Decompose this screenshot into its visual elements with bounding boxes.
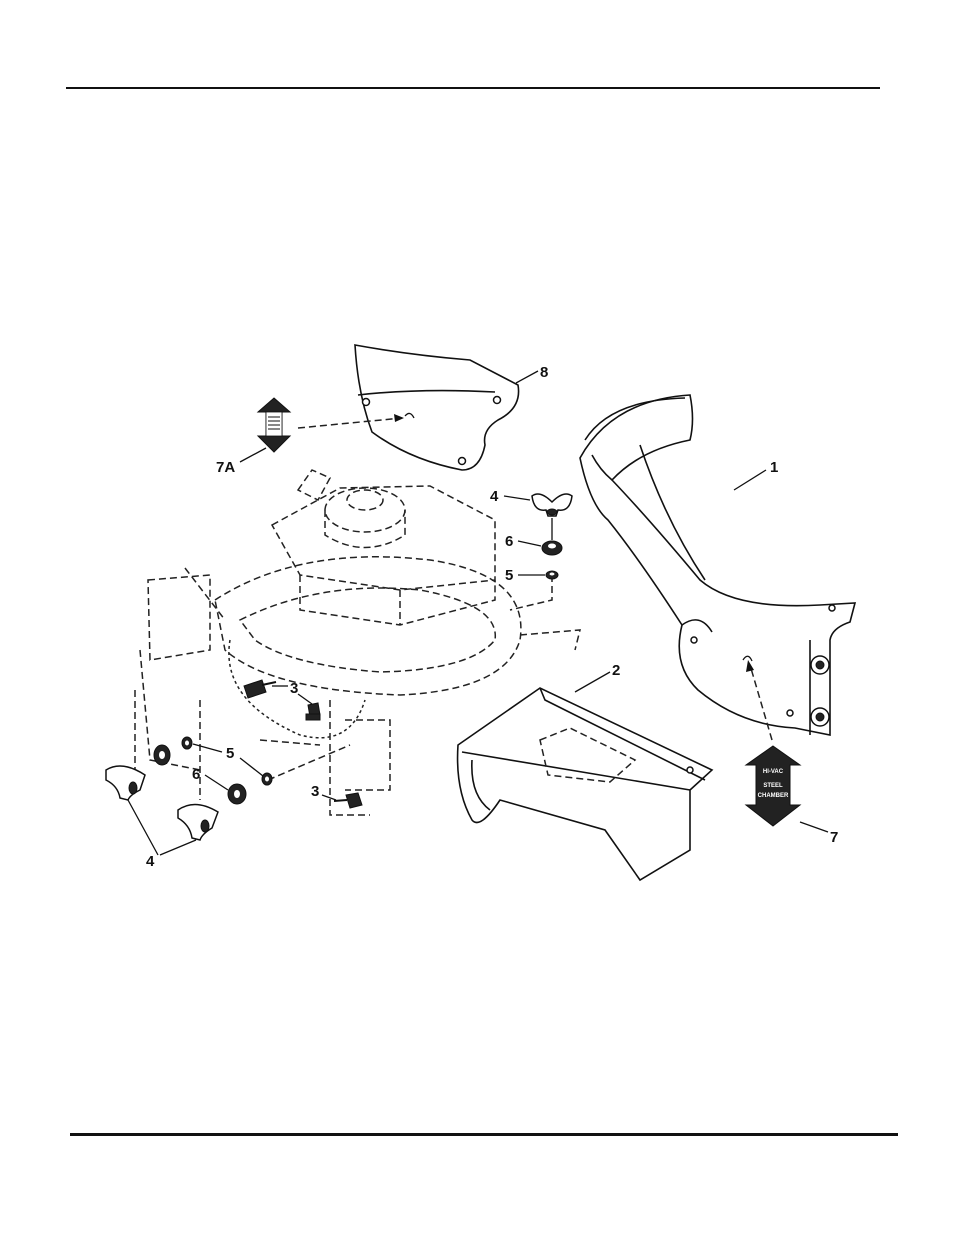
- wing-nut-left-lower-icon: [178, 804, 218, 840]
- callout-3-upper: 3: [290, 680, 298, 697]
- lock-washer-right-icon: [546, 571, 558, 579]
- leader-4-left-a: [128, 800, 158, 855]
- leader-7: [800, 822, 828, 832]
- decal-text-line1: HI-VAC: [763, 769, 784, 775]
- wing-nut-left-upper-icon: [106, 766, 145, 800]
- wing-nut-right-icon: [532, 494, 572, 516]
- callout-4-left: 4: [146, 853, 155, 870]
- callout-5-left: 5: [226, 745, 234, 762]
- callout-2: 2: [612, 662, 620, 679]
- top-cover-plate: [355, 345, 519, 470]
- leader-8: [516, 371, 538, 383]
- decal-7a-icon: [258, 398, 290, 452]
- callout-4-right: 4: [490, 488, 499, 505]
- bolt-lower-icon: [334, 793, 362, 808]
- leader-5-left-b: [240, 758, 263, 776]
- callout-5-right: 5: [505, 567, 513, 584]
- bolt-upper-center-icon: [306, 703, 320, 720]
- leader-3-lower: [322, 795, 336, 800]
- decal-text-line3: CHAMBER: [758, 793, 789, 799]
- leader-7a: [240, 448, 266, 462]
- callout-7a: 7A: [216, 459, 235, 476]
- leader-2: [575, 672, 610, 692]
- callout-6-left: 6: [192, 766, 200, 783]
- leader-6-left: [205, 775, 228, 790]
- washer-right-icon: [542, 541, 562, 555]
- discharge-chute: [580, 395, 855, 735]
- washer-left-upper-icon: [154, 745, 170, 765]
- leader-5-left-a: [193, 744, 222, 752]
- leader-4-left-b: [160, 840, 196, 855]
- leader-3-upper-b: [298, 694, 312, 704]
- footer-rule: [70, 1133, 898, 1136]
- callout-8: 8: [540, 364, 548, 381]
- callout-7: 7: [830, 829, 838, 846]
- callout-6-right: 6: [505, 533, 513, 550]
- decal-7-icon: HI-VAC STEEL CHAMBER: [746, 746, 800, 826]
- bolt-upper-left-icon: [244, 680, 276, 698]
- leader-4-right: [504, 496, 530, 500]
- callout-3-lower: 3: [311, 783, 319, 800]
- lock-washer-left-upper-icon: [182, 737, 192, 749]
- leader-1: [734, 470, 766, 490]
- washer-left-lower-icon: [228, 784, 246, 804]
- deflector-shield: [458, 688, 712, 880]
- leader-6-right: [518, 541, 541, 546]
- callout-1: 1: [770, 459, 778, 476]
- lock-washer-left-lower-icon: [262, 773, 272, 785]
- decal-text-line2: STEEL: [763, 783, 783, 789]
